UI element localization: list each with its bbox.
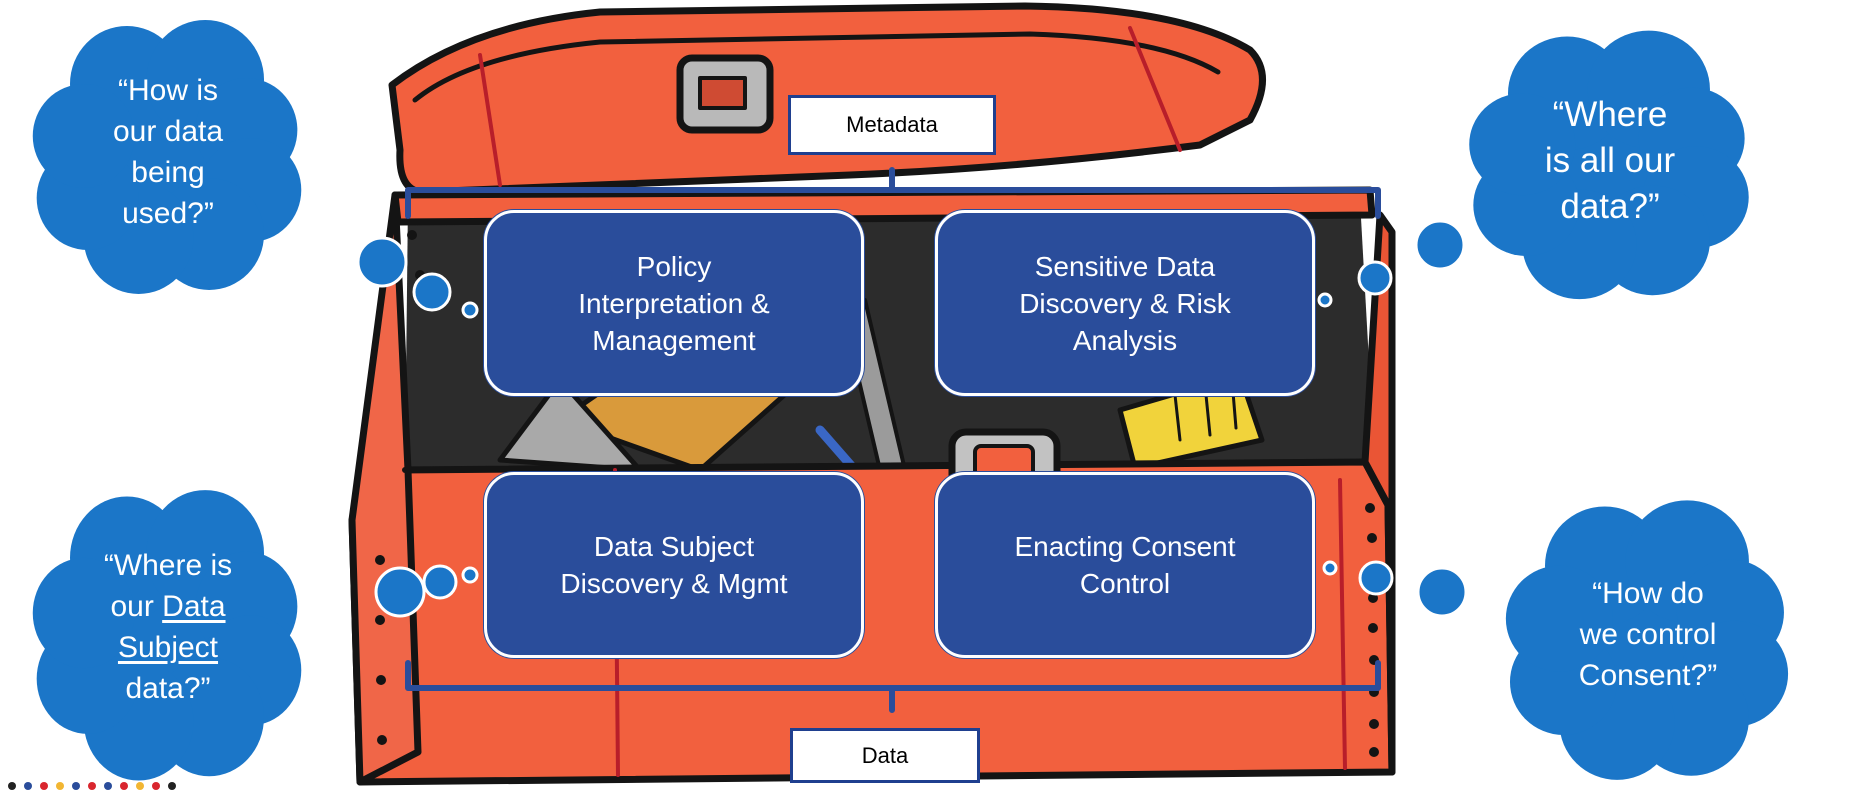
policy-line-1: Policy [636,250,712,282]
consent-control-box: Enacting Consent Control [935,472,1315,658]
cloud-subject-prefix: our [110,590,163,623]
consent-box-line-1: Enacting Consent [1014,531,1236,562]
cloud-subject-line-3: Subject [117,631,219,664]
data-bracket [405,660,1381,713]
cloud-where-line-3: data?” [1560,187,1660,226]
metadata-bracket [405,167,1381,219]
sensitive-data-discovery-box: Sensitive Data Discovery & Risk Analysis [935,210,1315,396]
subject-box-line-1: Data Subject [593,531,755,562]
cloud-used-line-3: being [131,156,205,189]
cloud-text-where-all: “Where is all our data?” [1505,92,1715,230]
cloud-where-line-2: is all our [1544,141,1676,180]
data-subject-discovery-box: Data Subject Discovery & Mgmt [484,472,864,658]
cloud-text-subject: “Where is our Data Subject data?” [68,545,268,709]
thought-trail-subject [374,564,479,618]
cloud-subject-line-1: “Where is [103,549,233,582]
thought-trail-consent [1322,560,1468,618]
data-label: Data [790,728,980,783]
subject-box-line-2: Discovery & Mgmt [560,568,788,599]
sensitive-line-2: Discovery & Risk [1019,287,1231,319]
data-label-text: Data [861,742,909,768]
policy-interpretation-box: Policy Interpretation & Management [484,210,864,396]
metadata-label: Metadata [788,95,996,155]
thought-trail-used [356,236,479,319]
cloud-text-consent: “How do we control Consent?” [1543,573,1753,696]
sensitive-line-1: Sensitive Data [1034,250,1216,282]
chest-side [348,191,422,786]
metadata-label-text: Metadata [846,112,938,137]
cloud-used-line-1: “How is [117,74,218,107]
dot-row-decoration [8,782,176,790]
policy-line-3: Management [592,324,756,356]
sensitive-line-3: Analysis [1072,324,1178,356]
cloud-consent-line-1: “How do [1592,577,1704,610]
cloud-subject-data-word: Data [162,590,226,623]
cloud-used-line-4: used?” [122,197,214,230]
cloud-consent-line-3: Consent?” [1578,659,1718,692]
thought-trail-where-all [1317,219,1466,308]
policy-line-2: Interpretation & [578,287,770,319]
cloud-used-line-2: our data [112,115,224,148]
cloud-text-used: “How is our data being used?” [68,70,268,234]
consent-box-line-2: Control [1079,568,1171,599]
cloud-where-line-1: “Where [1552,95,1668,134]
cloud-subject-line-4: data?” [125,672,211,705]
cloud-consent-line-2: we control [1579,618,1717,651]
cloud-subject-line-2: our Data [68,586,268,627]
